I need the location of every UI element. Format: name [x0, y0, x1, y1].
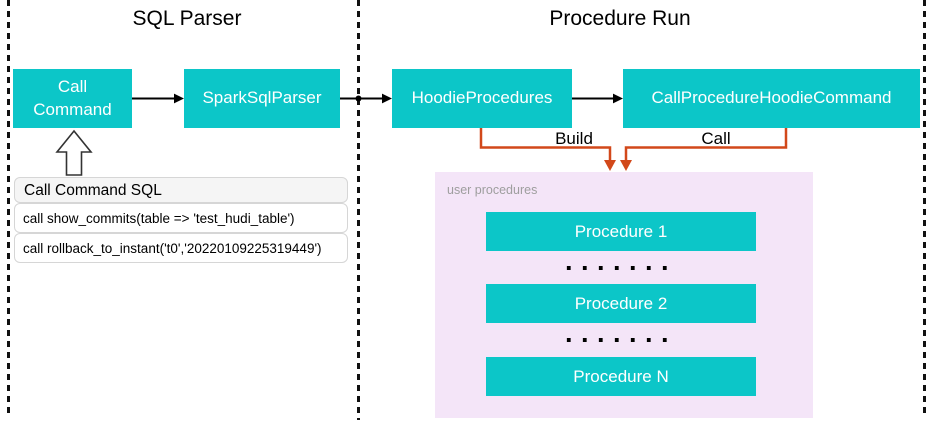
- hollow-up-arrow: [55, 129, 93, 176]
- procedure-box-2: Procedure 2: [486, 284, 756, 323]
- call-label: Call: [701, 129, 731, 148]
- sql-table-header: Call Command SQL: [14, 177, 348, 203]
- node-call-command: Call Command: [13, 69, 132, 128]
- user-procedures-label: user procedures: [447, 183, 538, 197]
- node-call-command-line1: Call: [57, 77, 88, 97]
- procedure-box-1: Procedure 1: [486, 212, 756, 251]
- node-call-procedure-hoodie-command-label: CallProcedureHoodieCommand: [651, 88, 892, 108]
- section-title-procedure-run: Procedure Run: [549, 7, 691, 30]
- build-label: Build: [555, 129, 593, 148]
- arrowhead-build: [604, 160, 616, 171]
- node-spark-sql-parser: SparkSqlParser: [184, 69, 340, 128]
- section-title-sql-parser: SQL Parser: [132, 7, 242, 30]
- arrowhead-to-sparksqlparser: [174, 93, 184, 104]
- node-call-command-line2: Command: [33, 99, 112, 119]
- divider-right-dashed: [923, 0, 926, 414]
- procedure-box-n-label: Procedure N: [573, 366, 669, 386]
- procedure-box-n: Procedure N: [486, 357, 756, 396]
- node-call-procedure-hoodie-command: CallProcedureHoodieCommand: [623, 69, 920, 128]
- divider-middle-dashed: [357, 0, 360, 420]
- procedure-box-2-label: Procedure 2: [574, 293, 668, 313]
- node-hoodie-procedures: HoodieProcedures: [392, 69, 572, 128]
- arrowhead-to-hoodieprocedures: [382, 93, 392, 104]
- divider-left-dashed: [7, 0, 10, 414]
- sql-table-row-1: call show_commits(table => 'test_hudi_ta…: [14, 203, 348, 233]
- user-procedures-panel: user procedures Procedure 1 ······· Proc…: [435, 172, 813, 418]
- sql-table: Call Command SQL call show_commits(table…: [14, 177, 348, 263]
- procedure-box-1-label: Procedure 1: [574, 221, 668, 241]
- node-spark-sql-parser-label: SparkSqlParser: [202, 88, 322, 108]
- arrowhead-call: [620, 160, 632, 171]
- sql-table-row-2: call rollback_to_instant('t0','202201092…: [14, 233, 348, 263]
- dots-separator-1: ·······: [565, 253, 677, 283]
- node-hoodie-procedures-label: HoodieProcedures: [411, 88, 553, 108]
- dots-separator-2: ·······: [565, 325, 677, 355]
- arrowhead-to-callprocedure: [613, 93, 623, 104]
